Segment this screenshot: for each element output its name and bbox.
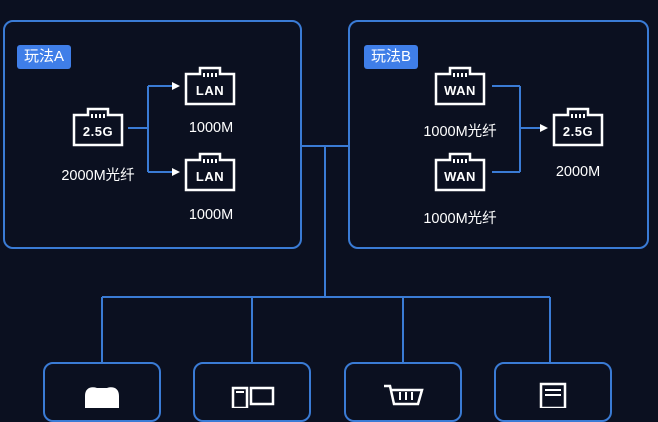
port-caption: 2000M: [555, 164, 601, 180]
port-label: WAN: [444, 169, 476, 184]
port-caption: 1000M: [188, 207, 234, 223]
ethernet-port-icon: WAN: [434, 66, 486, 106]
document-icon: [539, 382, 567, 408]
port-label: 2.5G: [562, 124, 594, 139]
panel-b: 玩法B: [348, 20, 649, 249]
device-shopping-cart: [344, 362, 462, 422]
device-computer: [193, 362, 311, 422]
panel-b-badge: 玩法B: [364, 45, 419, 69]
connector-lines: [101, 82, 551, 364]
device-gamepad: [43, 362, 161, 422]
port-label: LAN: [195, 169, 225, 184]
port-label: WAN: [444, 83, 476, 98]
computer-icon: [231, 386, 275, 408]
port-label: LAN: [195, 83, 225, 98]
gamepad-icon: [85, 387, 119, 408]
ethernet-port-icon: LAN: [184, 152, 236, 192]
ethernet-port-icon: 2.5G: [552, 107, 604, 147]
port-caption: 1000M光纤: [423, 211, 497, 227]
shopping-cart-icon: [384, 384, 424, 406]
port-label: 2.5G: [82, 124, 114, 139]
port-caption: 2000M光纤: [61, 168, 135, 184]
ethernet-port-icon: LAN: [184, 66, 236, 106]
ethernet-port-icon: WAN: [434, 152, 486, 192]
port-caption: 1000M光纤: [423, 124, 497, 140]
device-document: [494, 362, 612, 422]
panel-a-badge: 玩法A: [17, 45, 72, 69]
ethernet-port-icon: 2.5G: [72, 107, 124, 147]
panel-a: 玩法A: [3, 20, 302, 249]
port-caption: 1000M: [188, 120, 234, 136]
